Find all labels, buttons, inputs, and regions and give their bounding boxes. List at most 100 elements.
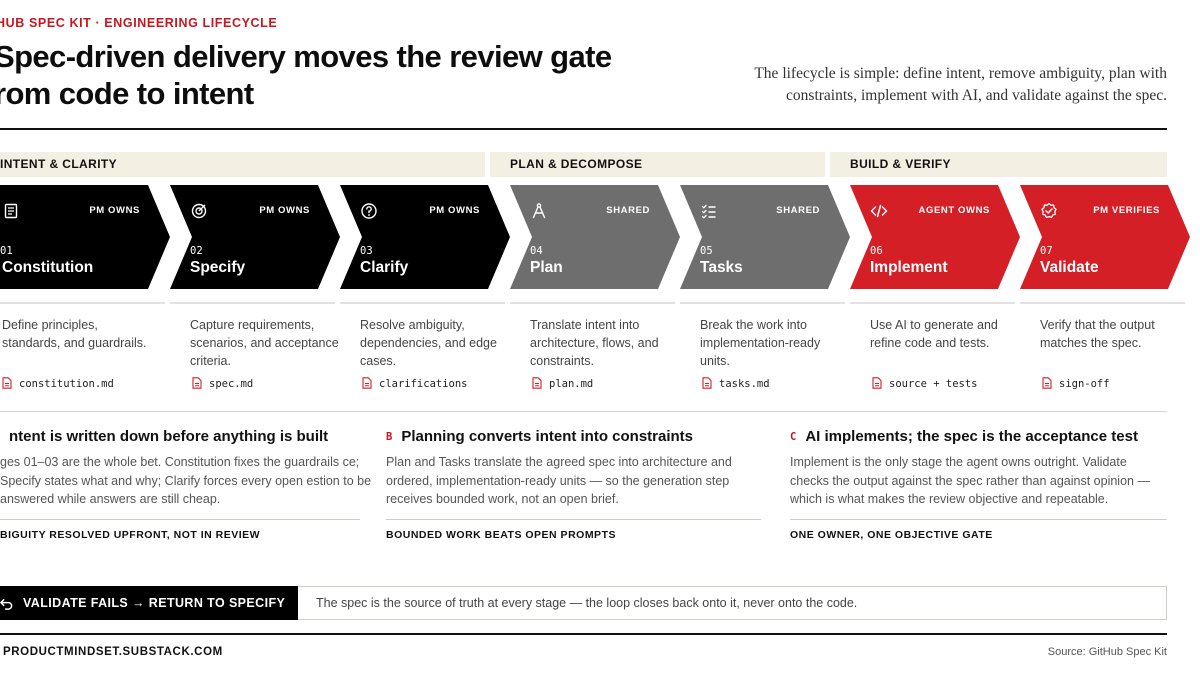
takeaway-c: C AI implements; the spec is the acceptan… <box>790 428 1167 541</box>
file-icon <box>1042 377 1052 389</box>
takeaway-body: ges 01–03 are the whole bet. Constitutio… <box>0 455 372 506</box>
stage-divider <box>1020 302 1185 304</box>
stage-chevron <box>1020 185 1190 289</box>
stage-chevron <box>510 185 680 289</box>
stage-artifact: plan.md <box>532 377 593 391</box>
loop-note: The spec is the source of truth at every… <box>298 586 1167 620</box>
takeaway-title-text: Planning converts intent into constraint… <box>401 428 694 445</box>
stage-owner: SHARED <box>606 205 650 216</box>
stage-name: Clarify <box>360 259 409 276</box>
page-title: Spec-driven delivery moves the review ga… <box>0 38 612 112</box>
stage-owner: SHARED <box>776 205 820 216</box>
stage-description: Use AI to generate and refine code and t… <box>870 318 998 350</box>
stage-number: 01 <box>0 245 13 257</box>
stage-number: 07 <box>1040 245 1053 257</box>
stage-number: 06 <box>870 245 883 257</box>
artifact-filename: clarifications <box>379 378 468 390</box>
takeaway-title-text: ntent is written down before anything is… <box>9 428 329 445</box>
stage-chevron <box>0 185 170 289</box>
loop-banner: VALIDATE FAILS → RETURN TO SPECIFY <box>0 586 298 620</box>
artifact-filename: sign-off <box>1059 378 1110 390</box>
stage-description: Resolve ambiguity, dependencies, and edg… <box>360 318 497 368</box>
artifact-filename: tasks.md <box>719 378 770 390</box>
file-icon <box>872 377 882 389</box>
takeaway-footer: BIGUITY RESOLVED UPFRONT, NOT IN REVIEW <box>0 529 261 541</box>
stage-owner: PM OWNS <box>259 205 310 216</box>
file-icon <box>192 377 202 389</box>
takeaway-a: ntent is written down before anything is… <box>0 428 375 541</box>
stage-number: 05 <box>700 245 713 257</box>
stage-description: Capture requirements, scenarios, and acc… <box>190 318 339 368</box>
compass-icon <box>532 203 546 219</box>
target-icon <box>191 203 207 219</box>
stage-divider <box>0 302 165 304</box>
phase-plan-decompose: PLAN & DECOMPOSE <box>490 152 825 177</box>
stage-artifact: constitution.md <box>2 377 114 391</box>
stage-artifact: clarifications <box>362 377 468 391</box>
eyebrow: HUB SPEC KIT · ENGINEERING LIFECYCLE <box>0 16 278 30</box>
title-line-1: Spec-driven delivery moves the review ga… <box>0 39 612 74</box>
footer-source: Source: GitHub Spec Kit <box>1047 646 1167 658</box>
stage-artifact: sign-off <box>1042 377 1110 391</box>
stage-description: Break the work into implementation-ready… <box>700 318 821 368</box>
question-icon <box>361 203 377 219</box>
stage-owner: PM OWNS <box>89 205 140 216</box>
badge-check-icon <box>1041 202 1057 219</box>
checklist-icon <box>701 204 716 219</box>
loop-label: VALIDATE FAILS → RETURN TO SPECIFY <box>23 596 286 610</box>
stage-name: Specify <box>190 259 246 276</box>
stage-number: 03 <box>360 245 373 257</box>
stage-owner: PM OWNS <box>429 205 480 216</box>
stage-name: Implement <box>870 259 948 276</box>
stage-divider <box>680 302 845 304</box>
title-line-2: rom code to intent <box>0 76 254 111</box>
top-divider <box>0 128 1167 130</box>
takeaway-footer: BOUNDED WORK BEATS OPEN PROMPTS <box>386 529 616 541</box>
stage-owner: AGENT OWNS <box>918 205 990 216</box>
stage-number: 02 <box>190 245 203 257</box>
document-icon <box>4 203 18 219</box>
stage-artifact: source + tests <box>872 377 978 391</box>
takeaway-title: ntent is written down before anything is… <box>0 428 375 445</box>
takeaway-title: C AI implements; the spec is the acceptan… <box>790 428 1167 445</box>
takeaway-title-text: AI implements; the spec is the acceptanc… <box>805 428 1138 445</box>
stage-number: 04 <box>530 245 543 257</box>
takeaway-body: Plan and Tasks translate the agreed spec… <box>386 455 732 506</box>
code-icon <box>870 204 888 218</box>
takeaway-footer: ONE OWNER, ONE OBJECTIVE GATE <box>790 529 993 541</box>
subtitle: The lifecycle is simple: define intent, … <box>754 65 1167 104</box>
artifact-filename: plan.md <box>549 378 594 390</box>
stage-name: Tasks <box>700 259 743 276</box>
takeaway-divider <box>790 519 1167 520</box>
stage-chevron <box>850 185 1020 289</box>
stage-divider <box>510 302 675 304</box>
stage-description: Define principles, standards, and guardr… <box>2 318 147 350</box>
return-arrow-icon <box>0 599 13 610</box>
footer-site: PRODUCTMINDSET.SUBSTACK.COM <box>3 646 223 658</box>
artifact-filename: source + tests <box>889 378 978 390</box>
artifact-filename: constitution.md <box>19 378 114 390</box>
stage-chevron <box>680 185 850 289</box>
phase-build-verify: BUILD & VERIFY <box>830 152 1167 177</box>
file-icon <box>532 377 542 389</box>
stage-artifact: spec.md <box>192 377 253 391</box>
stage-name: Validate <box>1040 259 1099 276</box>
file-icon <box>2 377 12 389</box>
takeaway-divider <box>0 519 360 520</box>
takeaway-body: Implement is the only stage the agent ow… <box>790 455 1150 506</box>
takeaway-letter: C <box>790 431 797 443</box>
stage-divider <box>170 302 335 304</box>
stage-description: Verify that the output matches the spec. <box>1040 318 1155 350</box>
takeaway-divider <box>386 519 761 520</box>
stage-name: Constitution <box>2 259 94 276</box>
stage-chevron <box>340 185 510 289</box>
